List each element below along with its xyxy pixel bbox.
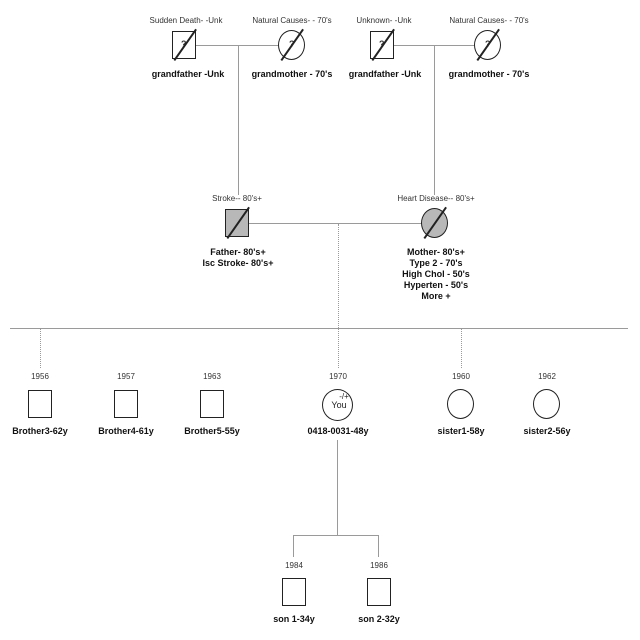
sibling-5-year: 1960 [452,372,470,381]
grandparents-right-couple-line [392,45,474,46]
grandmother-1-label: grandmother - 70's [251,69,333,79]
mother-label-line-1: Mother- 80's+ [407,247,465,257]
sib-drop-1 [40,328,41,368]
proband-symbol [322,389,353,421]
mother-label-line-4: Hyperten - 50's [403,280,469,290]
grandfather-2-label: grandfather -Unk [348,69,422,79]
proband-marker: -/+ You [324,392,354,410]
sibling-2-label: Brother4-61y [98,426,154,436]
parents-couple-line [249,223,422,224]
child-drop-2 [378,535,379,557]
grandparents-right-descent-line [434,45,435,195]
father-label-line-2: Isc Stroke- 80's+ [202,258,274,268]
mother-label: Mother- 80's+ Type 2 - 70's High Chol - … [402,247,470,302]
sibling-1-label: Brother3-62y [12,426,68,436]
grandparent-3-note: Unknown- -Unk [356,16,412,25]
mother-label-line-3: High Chol - 50's [402,269,470,279]
grandmother-2-label: grandmother - 70's [448,69,530,79]
sibling-5-symbol [447,389,474,419]
children-line [293,535,379,536]
sibship-line [10,328,628,329]
sibling-3-label: Brother5-55y [184,426,240,436]
sib-drop-4 [338,328,339,368]
grandparent-1-note: Sudden Death- -Unk [149,16,223,25]
sibling-1-year: 1956 [31,372,49,381]
mother-label-line-5: More + [421,291,451,301]
sibling-6-year: 1962 [538,372,556,381]
parents-descent-line [338,224,339,328]
child-2-label: son 2-32y [358,614,400,624]
grandparents-left-couple-line [196,45,278,46]
child-2-year: 1986 [370,561,388,570]
sibling-2-year: 1957 [117,372,135,381]
child-drop-1 [293,535,294,557]
sibling-6-symbol [533,389,560,419]
mother-note: Heart Disease-- 80's+ [397,194,475,203]
child-1-symbol [282,578,306,606]
mother-label-line-2: Type 2 - 70's [409,258,463,268]
sib-drop-5 [461,328,462,368]
sibling-5-label: sister1-58y [437,426,485,436]
father-label-line-1: Father- 80's+ [210,247,266,257]
sibling-3-year: 1963 [203,372,221,381]
grandfather-1-label: grandfather -Unk [151,69,225,79]
grandparents-left-descent-line [238,45,239,195]
sibling-3-symbol [200,390,224,418]
child-2-symbol [367,578,391,606]
sibling-2-symbol [114,390,138,418]
proband-label: 0418-0031-48y [307,426,369,436]
child-1-label: son 1-34y [273,614,315,624]
sibling-1-symbol [28,390,52,418]
proband-year: 1970 [329,372,347,381]
grandparent-2-note: Natural Causes- - 70's [252,16,332,25]
child-1-year: 1984 [285,561,303,570]
father-note: Stroke-- 80's+ [212,194,262,203]
father-label: Father- 80's+ Isc Stroke- 80's+ [203,247,274,269]
proband-descent-line [337,440,338,535]
proband-you-text: You [331,400,347,410]
sibling-6-label: sister2-56y [523,426,571,436]
grandparent-4-note: Natural Causes- - 70's [449,16,529,25]
proband-status-mark: -/+ [339,392,349,401]
